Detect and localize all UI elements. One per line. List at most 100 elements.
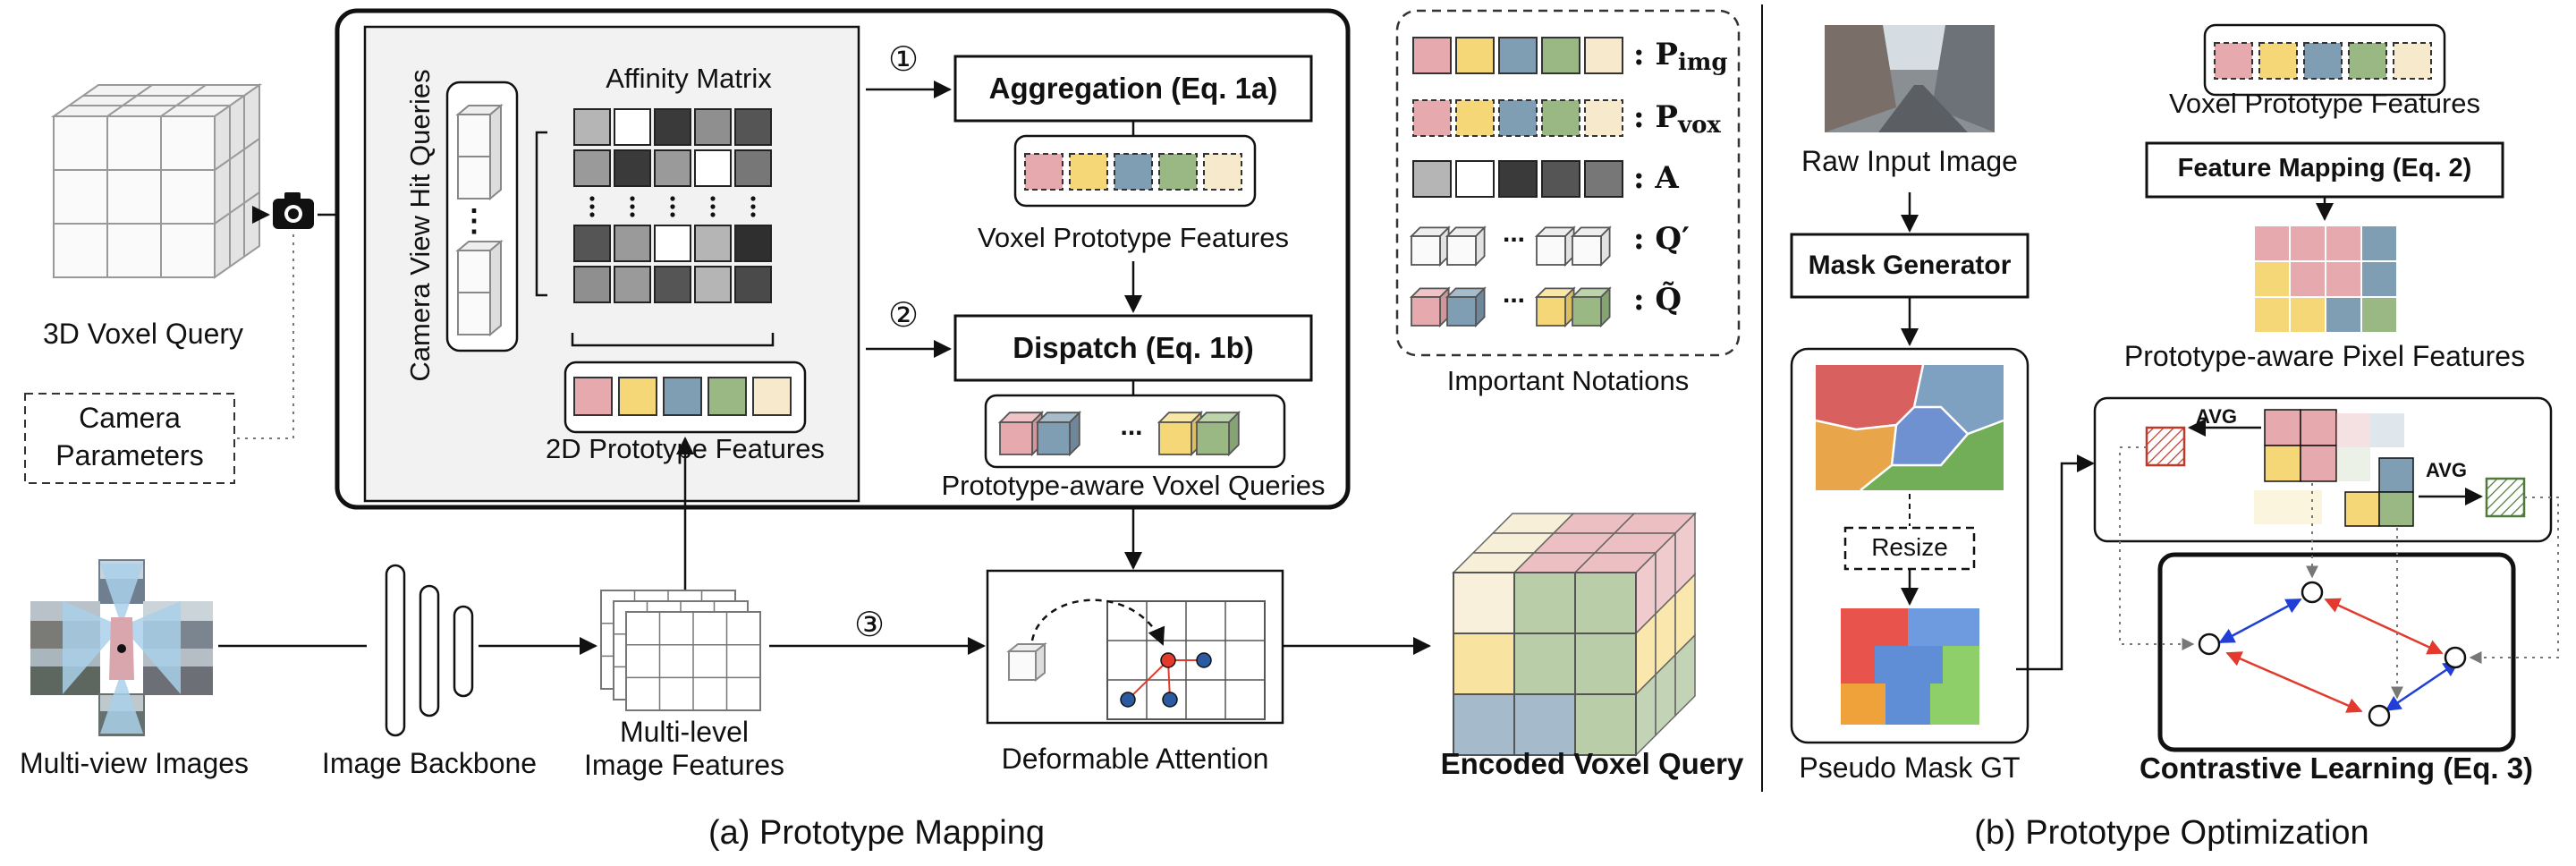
- affinity-cell: [614, 266, 651, 303]
- pixel-features-label: Prototype-aware Pixel Features: [2123, 340, 2526, 372]
- multiview-label: Multi-view Images: [19, 747, 250, 779]
- notation-pvox-swatch: [1412, 99, 1452, 137]
- affinity-cell: [614, 225, 651, 262]
- raw-input-image: [1825, 25, 1995, 132]
- feature-mapping-label: Feature Mapping (Eq. 2): [2177, 154, 2472, 183]
- voxel-proto-b-swatch-3: [2348, 42, 2387, 80]
- voxel-proto-b-swatch-0: [2214, 42, 2253, 80]
- notation-pimg-swatch: [1498, 37, 1538, 74]
- notation-swatches: [1409, 37, 1623, 328]
- affinity-cell: [654, 108, 691, 146]
- pvq-cube-front: [999, 421, 1033, 455]
- hit-query-cube-top: [455, 103, 504, 201]
- notation-pimg-swatch: [1584, 37, 1623, 74]
- pixel-cell: [2360, 296, 2398, 334]
- affinity-dot: [630, 196, 635, 201]
- notations-title: Important Notations: [1446, 365, 1690, 396]
- affinity-dot: [710, 212, 716, 217]
- notation-p-img: : Pimg: [1633, 37, 1728, 76]
- affinity-dot: [630, 204, 635, 209]
- notation-pvox-swatch: [1584, 99, 1623, 137]
- mask-generator-label: Mask Generator: [1808, 250, 2012, 280]
- notation-qp-cube-front: [1446, 235, 1477, 266]
- affinity-dot: [589, 204, 595, 209]
- pseudo-mask-label: Pseudo Mask GT: [1799, 751, 2021, 784]
- features-label: Multi-level Image Features: [583, 716, 785, 781]
- backbone-label: Image Backbone: [321, 747, 538, 779]
- sampling-points: [1120, 652, 1212, 708]
- affinity-cell: [614, 108, 651, 146]
- hit-queries-label: Camera View Hit Queries: [404, 69, 436, 382]
- affinity-cell: [734, 149, 772, 187]
- affinity-dot: [589, 196, 595, 201]
- notation-q-prime: : Q′: [1633, 221, 1690, 257]
- pixel-cell: [2253, 260, 2291, 298]
- affinity-cell: [654, 225, 691, 262]
- hit-queries-vdots: ⋮: [459, 204, 489, 238]
- aggregation-box: [953, 55, 1313, 123]
- encoded-front-cell: [1513, 633, 1576, 695]
- notation-a: : A: [1633, 160, 1679, 196]
- notation-pimg-swatch: [1541, 37, 1580, 74]
- proto2d-swatch-3: [708, 377, 747, 416]
- voxel-proto-b-swatch-2: [2303, 42, 2343, 80]
- affinity-dot: [750, 204, 756, 209]
- voxel-proto-swatch-3: [1158, 153, 1198, 191]
- affinity-cell: [654, 266, 691, 303]
- pvq-cube-front: [1196, 421, 1230, 455]
- notation-a-swatch: [1541, 160, 1580, 198]
- notation-qt-cube-front: [1536, 296, 1566, 327]
- proto-voxel-queries-label: Prototype-aware Voxel Queries: [941, 470, 1326, 501]
- mask-overlay-image: [1815, 364, 2004, 491]
- affinity-cell: [694, 225, 732, 262]
- affinity-cell: [734, 225, 772, 262]
- proto2d-label: 2D Prototype Features: [546, 433, 825, 464]
- pvq-ellipsis: ...: [1120, 412, 1143, 441]
- affinity-dot: [750, 196, 756, 201]
- notation-pimg-swatch: [1455, 37, 1495, 74]
- voxel-proto-b-swatch-4: [2393, 42, 2432, 80]
- deform-label: Deformable Attention: [1001, 743, 1269, 775]
- multi-level-feature-grids: [600, 590, 761, 711]
- proto2d-swatches: [573, 377, 792, 416]
- voxel-proto-label: Voxel Prototype Features: [977, 222, 1290, 253]
- notation-qp-cube-front: [1536, 235, 1566, 266]
- pixel-features-grid: [2253, 225, 2398, 334]
- voxel-proto-swatches: [1024, 153, 1242, 191]
- encoded-side-cell: [1674, 633, 1696, 717]
- affinity-dot: [670, 196, 675, 201]
- affinity-cell: [573, 225, 611, 262]
- affinity-dot: [710, 204, 716, 209]
- encoded-front-cell: [1513, 693, 1576, 756]
- encoded-label: Encoded Voxel Query: [1440, 747, 1744, 780]
- mask-generator-box: [1790, 233, 2029, 299]
- camera-params-label: Camera Parameters: [55, 402, 204, 471]
- step-2-label: ②: [888, 295, 919, 335]
- pvq-cube-front: [1158, 421, 1192, 455]
- voxel-proto-label-b: Voxel Prototype Features: [2168, 88, 2481, 119]
- affinity-dot: [630, 212, 635, 217]
- affinity-cell: [734, 266, 772, 303]
- notation-a-swatch: [1584, 160, 1623, 198]
- dotted-guides: [2119, 446, 2559, 700]
- step-1-label: ①: [888, 39, 919, 79]
- affinity-cell: [734, 108, 772, 146]
- affinity-dot: [750, 212, 756, 217]
- notation-a-swatch: [1412, 160, 1452, 198]
- notation-q-tilde: : Q̃: [1633, 282, 1682, 318]
- multiview-images: [30, 559, 213, 736]
- notation-a-swatch: [1498, 160, 1538, 198]
- pvq-cube-front: [1037, 421, 1071, 455]
- affinity-label: Affinity Matrix: [606, 63, 772, 94]
- affinity-cell: [573, 149, 611, 187]
- contrastive-label: Contrastive Learning (Eq. 3): [2139, 751, 2534, 785]
- voxel-proto-swatch-0: [1024, 153, 1063, 191]
- dispatch-box: [953, 314, 1313, 382]
- caption-b: (b) Prototype Optimization: [1974, 814, 2369, 852]
- proto-voxel-query-cubes: [997, 411, 1241, 457]
- notation-qt-cube-front: [1411, 296, 1441, 327]
- notation-pvox-swatch: [1498, 99, 1538, 137]
- affinity-cell: [654, 149, 691, 187]
- voxel-proto-b-swatch-1: [2258, 42, 2298, 80]
